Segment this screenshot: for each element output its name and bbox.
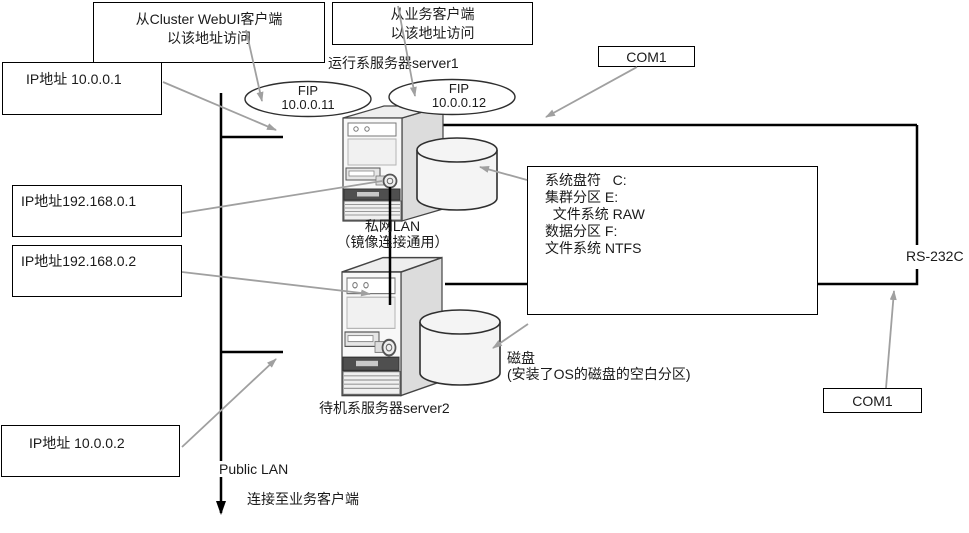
callout-webui-line2: 以该地址访问 (167, 30, 251, 46)
disk-info-line-4: 数据分区 F: (545, 223, 618, 239)
fip2-text: FIP 10.0.0.12 (396, 82, 522, 110)
disk-info-line-5: 文件系统 NTFS (545, 240, 642, 256)
com1-box-bottom: COM1 (823, 388, 922, 413)
private-lan-line1: 私网LAN (364, 218, 421, 234)
com1-bottom-label: COM1 (852, 392, 893, 409)
ip-label-public-2: IP地址 10.0.0.2 (29, 435, 125, 451)
server2-disk-icon (419, 309, 501, 386)
disk2-label: 磁盘 (安装了OS的磁盘的空白分区) (507, 350, 691, 382)
disk-info-line-1: 系统盘符 C: (545, 172, 627, 188)
fip1-title: FIP (297, 83, 319, 98)
fip2-ellipse (388, 78, 516, 116)
callout-webui-client: 从Cluster WebUI客户端 以该地址访问 (93, 2, 325, 63)
fip1-address: 10.0.0.11 (281, 97, 335, 112)
private-lan-line2: （镜像连接通用） (336, 234, 449, 250)
ip-label-private-2: IP地址192.168.0.2 (21, 253, 137, 269)
callout-business-line2: 以该地址访问 (390, 25, 475, 41)
ip-label-public-1: IP地址 10.0.0.1 (26, 71, 122, 87)
server1-label: 运行系服务器server1 (328, 55, 459, 71)
server1-disk-icon (416, 137, 498, 211)
disk-info-box: 系统盘符 C: 集群分区 E: 文件系统 RAW 数据分区 F: 文件系统 NT… (527, 166, 818, 315)
ip-label-private-1: IP地址192.168.0.1 (21, 193, 137, 209)
public-lan-label: Public LAN (217, 461, 291, 477)
server2-label: 待机系服务器server2 (319, 400, 450, 416)
ip-box-private-2: IP地址192.168.0.2 (12, 245, 182, 297)
fip2-address: 10.0.0.12 (431, 95, 487, 110)
rs232c-label: RS-232C (904, 248, 966, 264)
disk-info-line-2: 集群分区 E: (545, 189, 619, 205)
fip2-title: FIP (448, 81, 470, 96)
ip-box-public-1: IP地址 10.0.0.1 (2, 62, 162, 115)
public-lan-note: 连接至业务客户端 (247, 491, 359, 507)
callout-business-client: 从业务客户端 以该地址访问 (332, 2, 533, 45)
public-lan-line (216, 93, 283, 515)
disk-info-line-3: 文件系统 RAW (545, 206, 645, 222)
fip1-text: FIP 10.0.0.11 (245, 84, 371, 112)
ip-box-public-2: IP地址 10.0.0.2 (1, 425, 180, 477)
disk2-label-line2: (安装了OS的磁盘的空白分区) (507, 366, 691, 382)
ip-box-private-1: IP地址192.168.0.1 (12, 185, 182, 237)
private-lan-label: 私网LAN （镜像连接通用） (325, 218, 460, 250)
callout-webui-line1: 从Cluster WebUI客户端 (135, 11, 283, 27)
com1-box-top: COM1 (598, 46, 695, 67)
com1-top-label: COM1 (626, 48, 667, 65)
callout-business-line1: 从业务客户端 (390, 6, 475, 22)
disk2-label-line1: 磁盘 (507, 350, 535, 366)
